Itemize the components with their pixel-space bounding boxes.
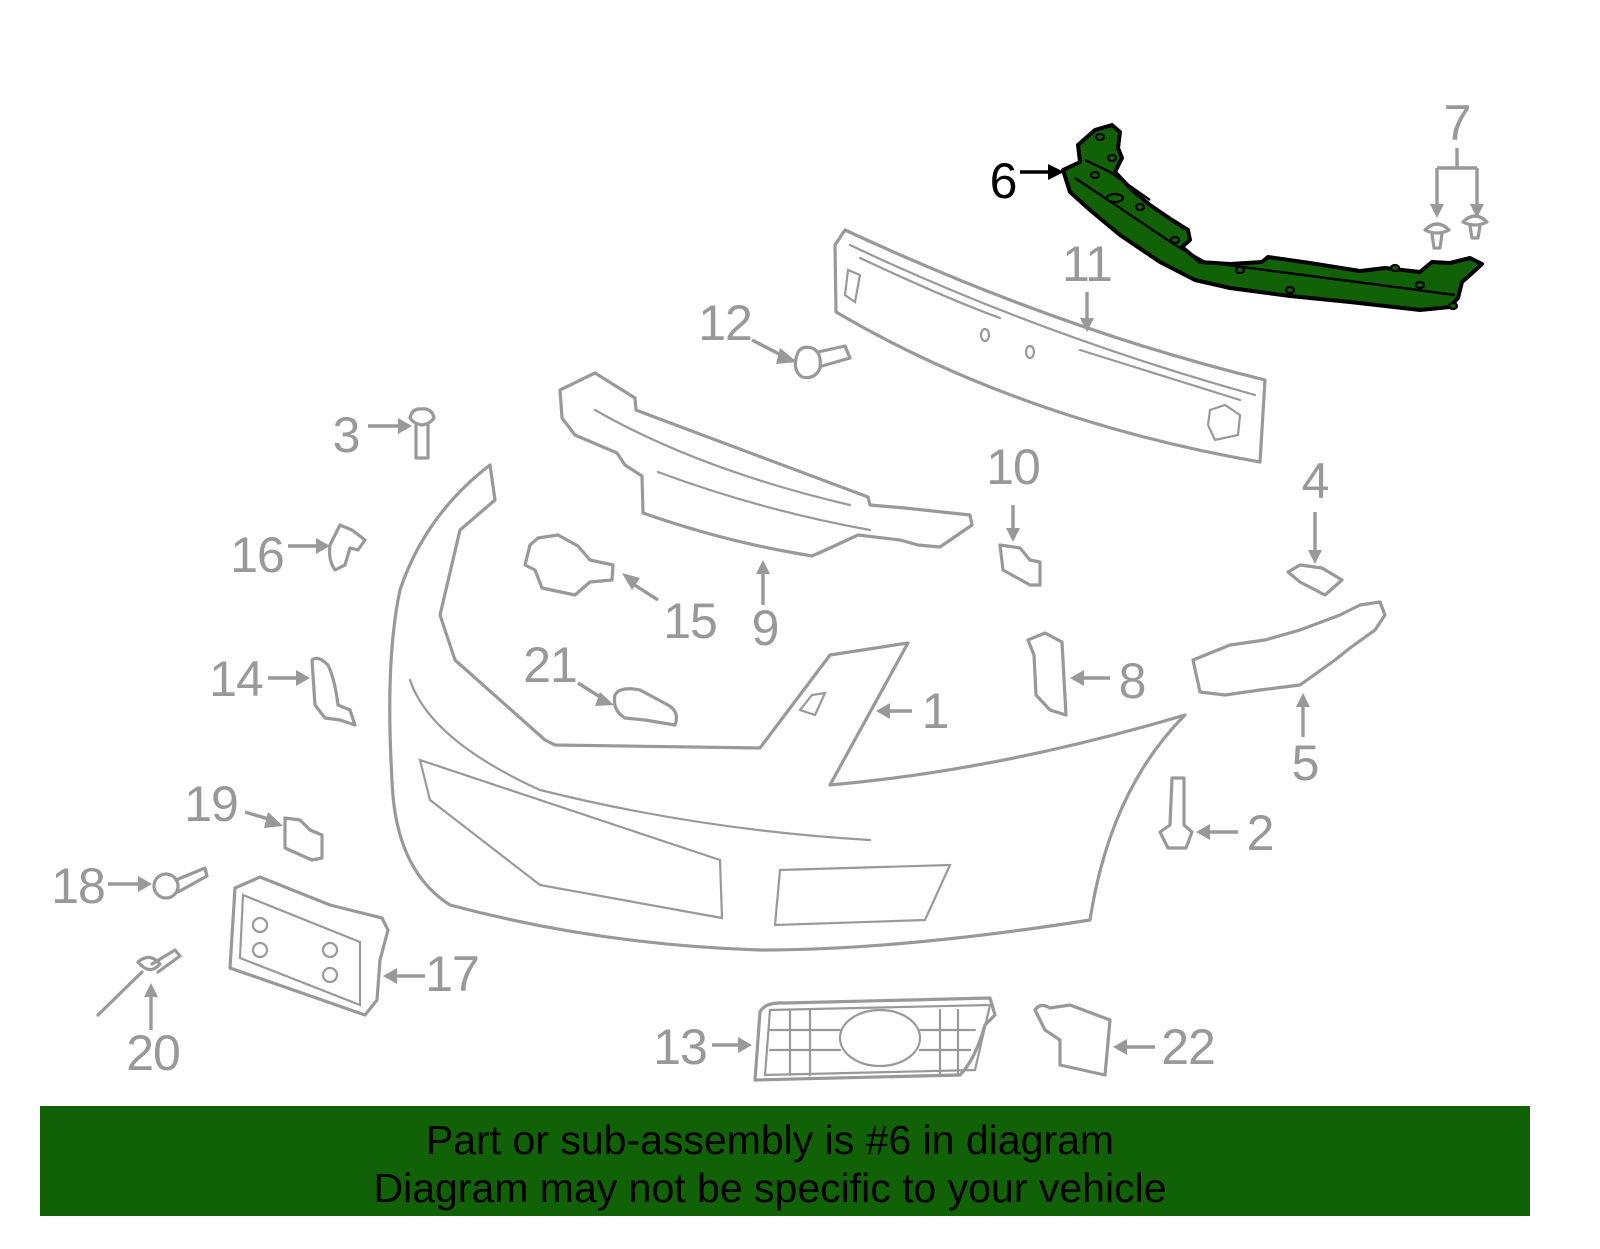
banner-line-disclaimer: Diagram may not be specific to your vehi…: [373, 1165, 1167, 1211]
part-6-upper-tie-bar[interactable]: [1061, 123, 1484, 312]
callout-label-3[interactable]: 3: [332, 407, 361, 463]
callout-label-4[interactable]: 4: [1301, 453, 1330, 509]
callout-label-7[interactable]: 7: [1443, 95, 1472, 151]
part-3-bolt[interactable]: [368, 407, 436, 460]
callout-label-19[interactable]: 19: [184, 776, 239, 832]
part-4-clip[interactable]: [1286, 512, 1344, 597]
part-1-bumper-fascia[interactable]: [388, 463, 1187, 952]
part-19-clip[interactable]: [244, 810, 324, 862]
part-13-fog-grille[interactable]: [712, 996, 997, 1082]
part-22-sensor[interactable]: [1033, 1003, 1155, 1077]
callout-label-13[interactable]: 13: [653, 1019, 708, 1075]
callout-label-20[interactable]: 20: [126, 1025, 181, 1081]
callout-label-10[interactable]: 10: [986, 439, 1041, 495]
part-11-impact-bar[interactable]: [833, 228, 1267, 464]
part-12-bolt[interactable]: [751, 338, 852, 380]
callout-label-16[interactable]: 16: [230, 527, 285, 583]
callout-label-18[interactable]: 18: [51, 858, 106, 914]
callout-label-12[interactable]: 12: [698, 295, 753, 351]
part-8-bracket[interactable]: [1026, 631, 1110, 717]
callout-label-9[interactable]: 9: [751, 600, 780, 656]
part-9-energy-absorber[interactable]: [558, 371, 974, 605]
part-2-stud[interactable]: [1158, 776, 1238, 850]
info-banner: Part or sub-assembly is #6 in diagram Di…: [40, 1106, 1530, 1216]
callout-label-14[interactable]: 14: [209, 651, 264, 707]
part-7-push-pins[interactable]: [1423, 148, 1489, 250]
callout-label-11[interactable]: 11: [1062, 236, 1113, 292]
callout-label-5[interactable]: 5: [1291, 735, 1320, 791]
callout-label-22[interactable]: 22: [1161, 1019, 1216, 1075]
callout-label-21[interactable]: 21: [523, 637, 578, 693]
part-17-license-bracket[interactable]: [228, 875, 425, 1017]
leader-6: [1020, 164, 1064, 180]
part-15-sensor-bracket[interactable]: [523, 533, 659, 602]
part-10-clip[interactable]: [998, 505, 1042, 587]
callout-label-1[interactable]: 1: [921, 683, 950, 739]
part-21-park-sensor[interactable]: [577, 681, 679, 727]
callout-label-6[interactable]: 6: [989, 153, 1018, 209]
callout-label-8[interactable]: 8: [1118, 653, 1147, 709]
part-14-cover[interactable]: [268, 656, 357, 727]
callout-label-2[interactable]: 2: [1246, 805, 1275, 861]
part-18-screw[interactable]: [108, 866, 209, 900]
part-16-bracket[interactable]: [288, 523, 367, 572]
callout-label-15[interactable]: 15: [663, 593, 718, 649]
part-5-bracket[interactable]: [1191, 600, 1387, 737]
banner-line-part-number: Part or sub-assembly is #6 in diagram: [425, 1117, 1115, 1163]
callout-label-17[interactable]: 17: [425, 946, 480, 1002]
part-20-rivet[interactable]: [96, 948, 182, 1030]
